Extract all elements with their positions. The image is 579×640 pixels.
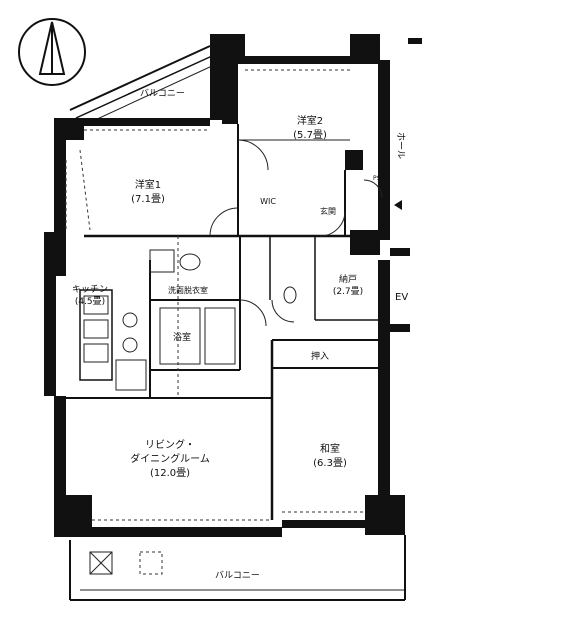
room-entrance-name: 玄関: [320, 206, 336, 216]
room-western-2-size: (5.7畳): [293, 129, 327, 141]
room-living-name-2: ダイニングルーム: [130, 452, 210, 465]
north-arrow-icon: [18, 18, 86, 86]
interior-walls: [66, 124, 378, 520]
room-living-size: (12.0畳): [150, 467, 190, 479]
top-balcony: バルコニー: [69, 45, 213, 127]
ps-label: PS: [373, 175, 381, 182]
room-washroom-name: 洗面脱衣室: [168, 285, 208, 295]
room-western-2-name: 洋室2: [297, 114, 323, 127]
top-balcony-label: バルコニー: [140, 88, 185, 99]
room-kitchen-size: (4.5畳): [75, 296, 105, 307]
room-bathroom-name: 浴室: [173, 331, 191, 343]
room-japanese-name: 和室: [320, 442, 340, 455]
bottom-balcony-label: バルコニー: [215, 570, 260, 581]
bath-fixtures: [149, 249, 297, 365]
room-wic-name: WIC: [260, 197, 276, 206]
door-swings: [209, 139, 383, 327]
exterior-walls: [44, 34, 422, 537]
elevator-label: EV: [395, 292, 408, 303]
hall-label: ホール: [395, 132, 406, 159]
room-living-name: リビング・: [145, 438, 195, 451]
window-lines: [65, 69, 365, 521]
room-kitchen-name: キッチン: [72, 284, 108, 295]
kitchen-counter: [79, 289, 147, 391]
entrance-arrow-icon: [394, 200, 402, 210]
room-labels: 洋室1 (7.1畳) 洋室2 (5.7畳) キッチン (4.5畳) リビング・ …: [72, 114, 408, 479]
room-japanese-size: (6.3畳): [313, 457, 347, 469]
room-closet-name: 押入: [311, 350, 329, 362]
room-western-1-size: (7.1畳): [131, 193, 165, 205]
room-western-1-name: 洋室1: [135, 178, 161, 191]
room-storage-name: 納戸: [339, 273, 357, 285]
room-storage-size: (2.7畳): [333, 286, 363, 297]
bottom-balcony: バルコニー: [69, 535, 406, 601]
